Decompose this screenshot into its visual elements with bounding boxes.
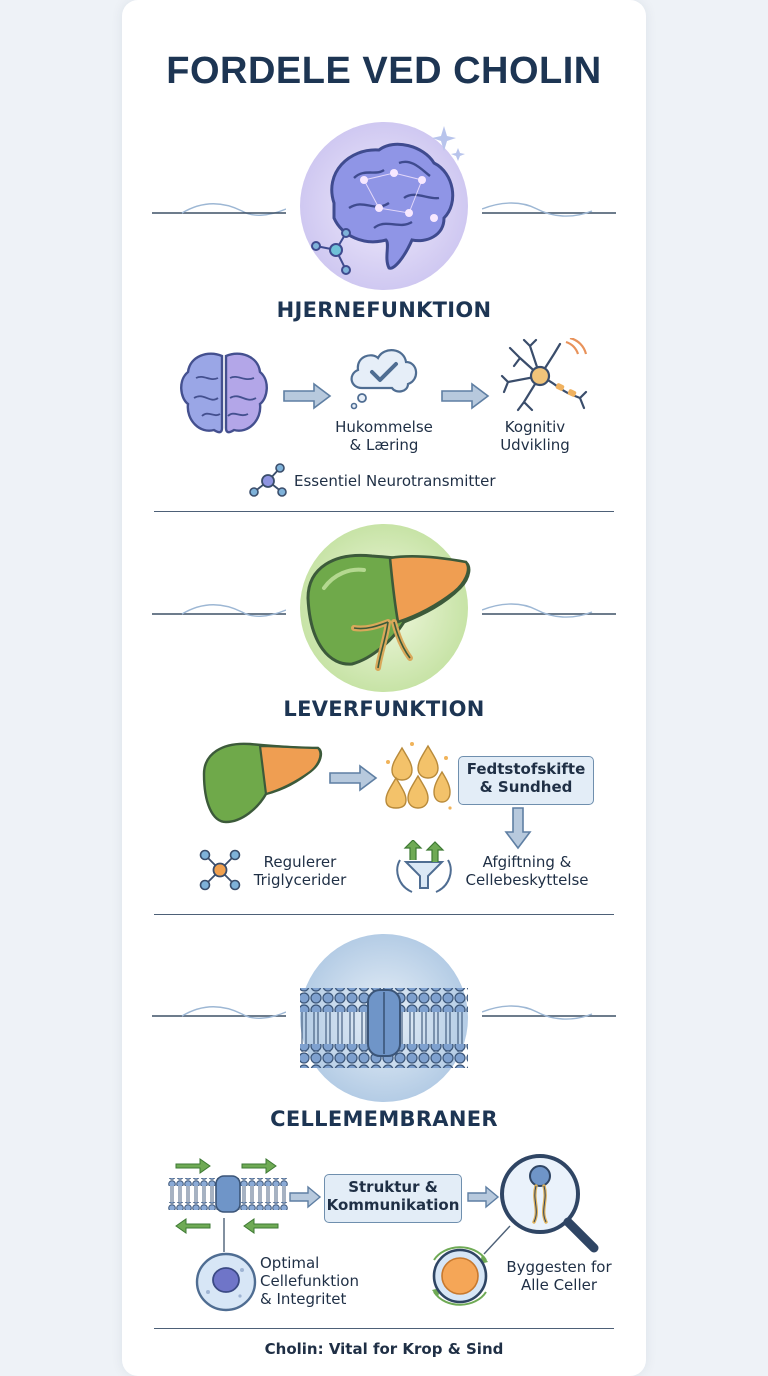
thought-cloud-check-icon <box>350 349 418 410</box>
magnifier-icon <box>500 1154 599 1253</box>
connector-line <box>223 1218 225 1252</box>
arrow-down-icon <box>504 807 532 850</box>
cell-cycle-icon <box>432 1246 488 1306</box>
arrow-right-icon <box>283 382 332 410</box>
neuron-icon <box>500 338 588 412</box>
box-fat-metabolism: Fedtstofskifte & Sundhed <box>458 756 594 805</box>
section-divider-1 <box>154 511 614 512</box>
box-structure: Struktur & Kommunikation <box>324 1174 462 1223</box>
section-divider-3 <box>154 1328 614 1329</box>
label-memory: Hukommelse & Læring <box>335 418 433 454</box>
brain-hero-icon <box>300 122 468 290</box>
brain-icon <box>180 352 268 434</box>
fat-droplets-icon <box>385 742 452 810</box>
liver-icon <box>202 742 323 824</box>
heading-cell: CELLEMEMBRANER <box>270 1107 498 1131</box>
heading-brain: HJERNEFUNKTION <box>276 298 492 322</box>
infographic-card: FORDELE VED CHOLIN HJERNEFUNK <box>122 0 646 1376</box>
wave-divider-right-3 <box>482 1005 616 1020</box>
connector-line-2 <box>483 1225 511 1255</box>
label-building-blocks: Byggesten for Alle Celler <box>506 1258 612 1294</box>
label-cognitive: Kognitiv Udvikling <box>500 418 570 454</box>
label-triglycerides: Regulerer Triglycerider <box>253 853 347 889</box>
wave-divider-left <box>152 203 286 216</box>
wave-divider-left-3 <box>152 1006 286 1019</box>
wave-divider-right <box>482 202 616 217</box>
arrow-right-icon-5 <box>467 1185 500 1209</box>
molecule-icon-2 <box>199 849 241 891</box>
footer-tagline: Cholin: Vital for Krop & Sind <box>264 1340 504 1358</box>
heading-liver: LEVERFUNKTION <box>283 697 485 721</box>
cell-icon <box>195 1252 257 1312</box>
label-detox: Afgiftning & Cellebeskyttelse <box>465 853 589 889</box>
label-optimal-function: Optimal Cellefunktion & Integritet <box>260 1254 359 1308</box>
membrane-hero-icon <box>300 934 468 1102</box>
arrow-right-icon-4 <box>289 1185 322 1209</box>
arrow-right-icon-2 <box>441 382 490 410</box>
liver-hero-icon <box>300 524 471 692</box>
molecule-icon <box>249 463 287 497</box>
arrow-right-icon-3 <box>329 764 378 792</box>
funnel-icon <box>396 840 452 893</box>
wave-divider-right-2 <box>482 603 616 618</box>
wave-divider-left-2 <box>152 604 286 617</box>
membrane-icon <box>168 1158 288 1234</box>
label-neurotransmitter: Essentiel Neurotransmitter <box>294 472 496 490</box>
section-divider-2 <box>154 914 614 915</box>
page-title: FORDELE VED CHOLIN <box>166 50 602 92</box>
